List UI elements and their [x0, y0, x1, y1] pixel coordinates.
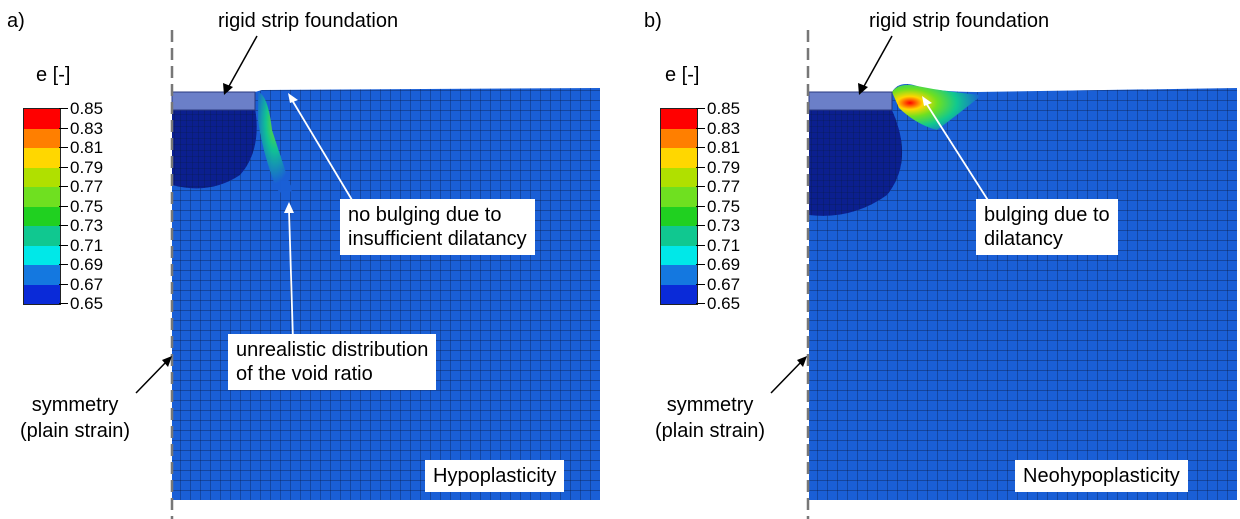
legend-tick: 0.85	[58, 99, 104, 118]
legend-swatch	[24, 167, 60, 187]
legend-swatch	[661, 167, 697, 187]
legend-tick: 0.65	[695, 294, 741, 313]
legend-tick: 0.67	[695, 274, 741, 294]
legend-tick: 0.73	[695, 216, 741, 235]
legend-swatch	[24, 226, 60, 246]
legend-tick: 0.81	[58, 138, 104, 157]
legend-swatch	[24, 245, 60, 265]
foundation-label: rigid strip foundation	[869, 10, 1050, 32]
legend-tick: 0.83	[58, 118, 104, 138]
legend-tick: 0.75	[695, 196, 741, 216]
color-legend	[660, 108, 698, 305]
legend-tick: 0.67	[58, 274, 104, 294]
legend-tick: 0.69	[695, 255, 741, 274]
legend-swatch	[661, 206, 697, 226]
legend-tick: 0.71	[695, 235, 741, 255]
foundation-label: rigid strip foundation	[218, 10, 399, 32]
legend-swatch	[661, 109, 697, 129]
shear-band-a	[258, 92, 292, 194]
legend-tick: 0.79	[695, 157, 741, 177]
bulging-annotation: bulging due to dilatancy	[976, 199, 1118, 255]
legend-swatch	[661, 226, 697, 246]
model-name: Hypoplasticity	[425, 460, 565, 492]
legend-tick: 0.75	[58, 196, 104, 216]
symmetry-label: symmetry (plain strain)	[20, 394, 131, 442]
bulge-zone-b	[892, 84, 982, 130]
legend-title: e [-]	[665, 64, 700, 86]
legend-tick: 0.77	[695, 177, 741, 196]
legend-tick: 0.85	[695, 99, 741, 118]
panel-b: b) rigid strip foundation e [-] 0.85 0.8…	[637, 0, 1240, 519]
color-legend	[23, 108, 61, 305]
legend-swatch	[24, 265, 60, 285]
symmetry-label: symmetry (plain strain)	[655, 394, 766, 442]
legend-swatch	[24, 109, 60, 129]
legend-tick: 0.73	[58, 216, 104, 235]
legend-swatch	[661, 187, 697, 207]
panel-label: a)	[7, 10, 25, 32]
mesh-plot-b	[770, 30, 1237, 519]
legend-swatch	[24, 148, 60, 168]
legend-tick: 0.71	[58, 235, 104, 255]
legend-tick: 0.83	[695, 118, 741, 138]
legend-swatch	[24, 128, 60, 148]
legend-swatch	[661, 148, 697, 168]
void-ratio-annotation: unrealistic distribution of the void rat…	[228, 334, 437, 390]
rigid-foundation-a	[171, 91, 256, 111]
mesh-plot-a	[135, 30, 600, 519]
legend-tick: 0.65	[58, 294, 104, 313]
legend-tick: 0.79	[58, 157, 104, 177]
bulging-annotation: no bulging due to insufficient dilatancy	[340, 199, 535, 255]
panel-label: b)	[644, 10, 662, 32]
legend-tick: 0.81	[695, 138, 741, 157]
model-name: Neohypoplasticity	[1015, 460, 1188, 492]
legend-swatch	[24, 206, 60, 226]
legend-tick: 0.69	[58, 255, 104, 274]
legend-swatch	[24, 187, 60, 207]
legend-swatch	[661, 128, 697, 148]
rigid-foundation-b	[808, 91, 893, 111]
legend-swatch	[661, 245, 697, 265]
legend-swatch	[24, 284, 60, 304]
legend-tick: 0.77	[58, 177, 104, 196]
panel-a: a) rigid strip foundation e [-] 0.85 0.8…	[7, 10, 600, 519]
legend-swatch	[661, 284, 697, 304]
legend-swatch	[661, 265, 697, 285]
legend-title: e [-]	[36, 64, 71, 86]
